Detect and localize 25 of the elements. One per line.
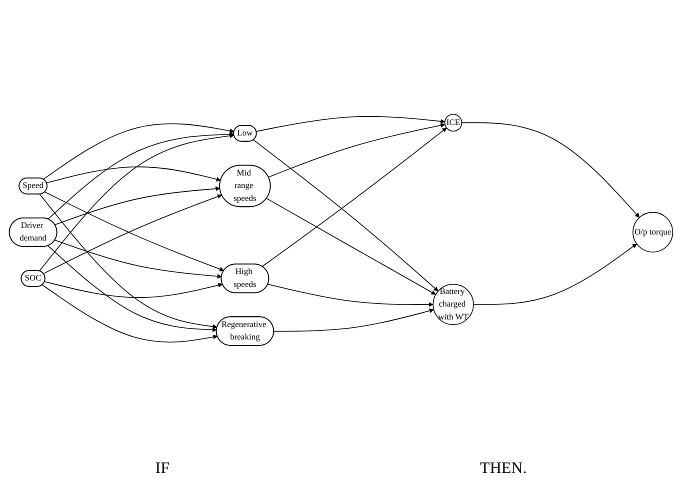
arrow	[268, 123, 446, 178]
section-label: IF	[155, 460, 170, 478]
arrow	[253, 140, 438, 292]
arrow	[46, 166, 221, 184]
arrow	[39, 134, 234, 272]
arrow	[274, 308, 434, 332]
arrow	[256, 116, 446, 132]
arrow	[262, 128, 447, 268]
arrow	[473, 244, 637, 306]
arrow	[48, 132, 234, 220]
arrow	[266, 198, 436, 295]
arrow	[268, 284, 434, 308]
section-label: THEN.	[480, 460, 527, 478]
flowchart-drawing: Speed Driver demand SOC Low Mid range speeds High speeds Regenerative breaking ICE Battery charged with WT O/p torque	[5, 110, 677, 350]
node-circle	[432, 284, 474, 326]
arrow	[54, 186, 220, 226]
arrow	[42, 124, 234, 180]
arrow	[39, 194, 218, 330]
node-circle	[632, 212, 674, 253]
node-circle	[444, 114, 462, 132]
arrow	[461, 122, 640, 218]
arrow	[54, 240, 222, 279]
arrow	[44, 281, 223, 298]
arrow	[48, 246, 217, 332]
arrow	[42, 284, 218, 343]
